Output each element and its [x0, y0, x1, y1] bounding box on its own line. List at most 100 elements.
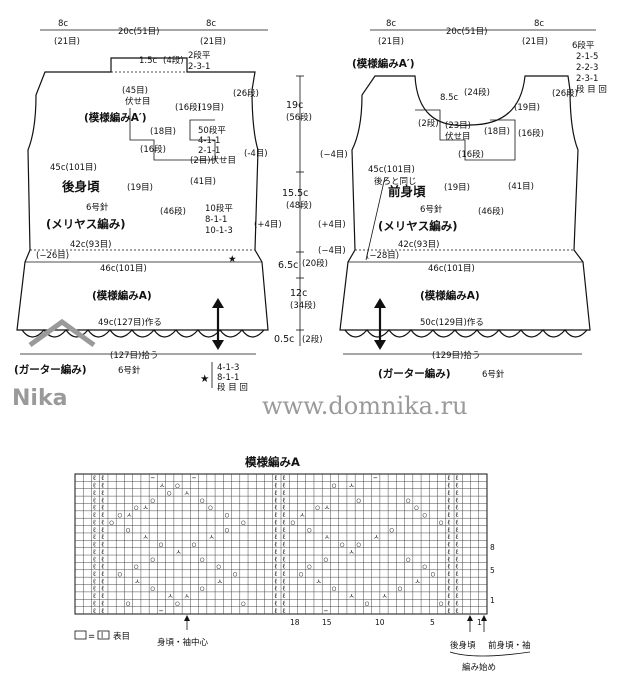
front-arm-rows: (26段)	[552, 88, 578, 99]
chart-stitch-mark: ㅅ	[134, 577, 140, 585]
mid-dim-19: 19c	[286, 100, 303, 111]
chart-twist-mark: ℓ	[274, 496, 277, 504]
chart-twist-mark: ℓ	[274, 504, 277, 512]
chart-stitch-mark: ○	[134, 504, 138, 512]
chart-twist-mark: ℓ	[274, 482, 277, 490]
mid-dim-19-rows: (56段)	[286, 112, 312, 123]
chart-stitch-mark: ○	[439, 518, 443, 526]
chart-col-1: 1	[477, 618, 482, 627]
chart-twist-mark: ℓ	[274, 577, 277, 585]
back-body-piece: 8c (21目) 20c(51目) 8c (21目) 1.5c (4段) 2段平…	[14, 19, 282, 376]
front-garter: (ガーター編み)	[378, 367, 451, 380]
front-neck-rows: (24段)	[464, 87, 490, 98]
chart-twist-mark: ℓ	[447, 526, 450, 534]
chart-stitch-mark: ○	[175, 482, 179, 490]
chart-stitch-mark: ○	[109, 518, 113, 526]
chart-stitch-mark: ㅅ	[348, 592, 354, 600]
back-neck-bindoff-1: (45目)	[122, 86, 148, 96]
watermark-logo-text: Nika	[12, 386, 67, 411]
chart-twist-mark: ℓ	[274, 563, 277, 571]
chart-stitch-mark: ○	[241, 599, 245, 607]
chart-twist-mark: ℓ	[455, 570, 458, 578]
chart-stitch-mark: ㅅ	[184, 592, 190, 600]
center-arrow-head	[184, 615, 190, 621]
chart-twist-mark: ℓ	[93, 599, 96, 607]
chart-stitch-mark: ○	[233, 570, 237, 578]
chart-twist-mark: ℓ	[282, 511, 285, 519]
back-minus26: (−26目)	[36, 251, 69, 261]
start-label: 編み始め	[462, 662, 496, 673]
watermark-logo-roof	[28, 318, 96, 348]
chart-twist-mark: ℓ	[93, 541, 96, 549]
chart-stitch-mark: −	[324, 607, 328, 615]
back-side-dec-2: 8-1-1	[205, 215, 227, 225]
back-shoulder-dec-2: 2-3-1	[188, 62, 210, 72]
back-start-arrow-head	[467, 615, 473, 621]
front-neck-dec-2: 2-1-5	[576, 52, 598, 62]
back-neck-dec-2: 4-1-1	[198, 136, 220, 146]
chart-stitch-mark: ○	[200, 585, 204, 593]
back-pattern-a: (模様編みA)	[92, 289, 152, 302]
mid-dim-12: 12c	[290, 288, 307, 299]
back-piece-name: 後身頃	[62, 179, 100, 194]
front-rows-16-left: (16段)	[458, 149, 484, 160]
front-neck-bindoff-1: (23目)	[445, 121, 471, 131]
chart-stitch-mark: ○	[118, 511, 122, 519]
chart-twist-mark: ℓ	[274, 555, 277, 563]
back-arm-rows: (26段)	[233, 88, 259, 99]
chart-twist-mark: ℓ	[93, 489, 96, 497]
back-cast-on: 49c(127目)作る	[98, 317, 162, 328]
chart-stitch-mark: ○	[126, 526, 130, 534]
watermark-url: www.domnika.ru	[262, 392, 468, 420]
chart-twist-mark: ℓ	[455, 607, 458, 615]
back-pick-up: (127目)拾う	[110, 350, 158, 361]
front-width-right-stitches: (21目)	[522, 37, 548, 47]
chart-twist-mark: ℓ	[282, 541, 285, 549]
front-width-46: 46c(101目)	[428, 264, 475, 274]
chart-twist-mark: ℓ	[455, 489, 458, 497]
chart-twist-mark: ℓ	[101, 585, 104, 593]
chart-stitch-mark: −	[192, 474, 196, 482]
chart-twist-mark: ℓ	[447, 548, 450, 556]
chart-twist-mark: ℓ	[282, 548, 285, 556]
chart-twist-mark: ℓ	[282, 496, 285, 504]
back-minus4: (-4目)	[244, 149, 268, 159]
back-shoulder-c: 1.5c	[139, 56, 158, 66]
chart-twist-mark: ℓ	[93, 533, 96, 541]
chart-twist-mark: ℓ	[274, 511, 277, 519]
chart-twist-mark: ℓ	[455, 533, 458, 541]
chart-twist-mark: ℓ	[93, 577, 96, 585]
front-rows-16-right: (16段)	[518, 128, 544, 139]
chart-twist-mark: ℓ	[93, 585, 96, 593]
back-side-dec-1: 10段平	[205, 203, 233, 214]
middle-dimensions: 19c (56段) 15.5c (48段) 6.5c (20段) 12c (34…	[274, 75, 328, 346]
front-stitches-19: (19目)	[444, 183, 470, 193]
chart-col-15: 15	[322, 618, 332, 627]
front-scallop-hem	[344, 329, 588, 338]
chart-twist-mark: ℓ	[93, 548, 96, 556]
front-arrow-head-up	[374, 298, 386, 308]
front-same-as-back-pointer	[365, 176, 386, 261]
back-neck-dec-1: 50段平	[198, 125, 226, 136]
chart-stitch-mark: ○	[340, 541, 344, 549]
chart-twist-mark: ℓ	[101, 533, 104, 541]
chart-twist-mark: ℓ	[282, 585, 285, 593]
chart-twist-mark: ℓ	[101, 548, 104, 556]
chart-twist-mark: ℓ	[455, 599, 458, 607]
stitch-chart: 模様編みA ℓℓℓℓℓℓℓℓℓℓℓℓℓℓℓℓℓℓℓℓℓℓℓℓℓℓℓℓℓℓℓℓℓℓ…	[74, 455, 531, 673]
chart-twist-mark: ℓ	[274, 489, 277, 497]
chart-stitch-mark: ○	[241, 518, 245, 526]
chart-twist-mark: ℓ	[93, 518, 96, 526]
chart-twist-mark: ℓ	[101, 555, 104, 563]
chart-row-5: 5	[490, 566, 495, 575]
chart-stitch-mark: ○	[126, 599, 130, 607]
chart-stitch-mark: ○	[406, 555, 410, 563]
front-neck-c: 8.5c	[440, 93, 459, 103]
chart-row-8: 8	[490, 543, 495, 552]
star-note-line-2: 8-1-1	[217, 373, 239, 383]
back-neck-dec-4: (2目)伏せ目	[190, 155, 236, 166]
chart-twist-mark: ℓ	[101, 474, 104, 482]
chart-twist-mark: ℓ	[455, 585, 458, 593]
back-stitch-type: (メリヤス編み)	[46, 217, 126, 231]
back-scallop-hem	[21, 329, 265, 338]
